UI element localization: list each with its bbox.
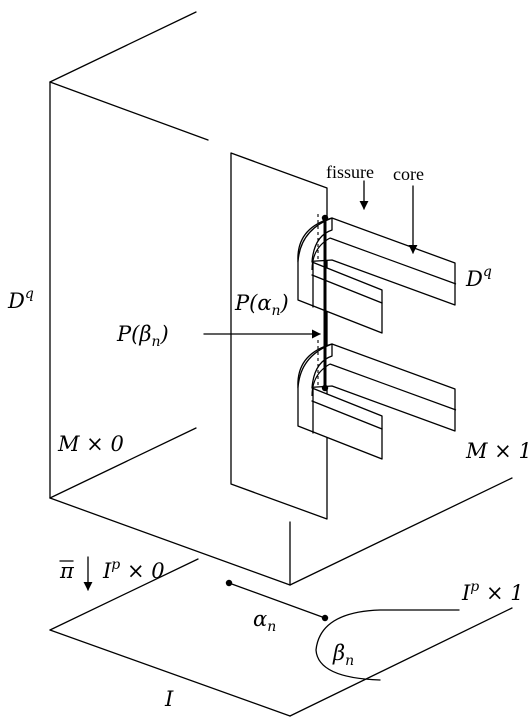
fissure-label: fissure xyxy=(326,162,374,182)
upper-fissure-band xyxy=(297,214,457,334)
box-top-right-edge xyxy=(49,81,209,141)
beta-region-curve xyxy=(315,609,460,681)
m-times-1-label: M × 1 xyxy=(465,439,532,463)
lower-band-inner-fold xyxy=(311,400,383,430)
alpha-n-label: αn xyxy=(253,607,276,635)
base-right-edge xyxy=(289,607,513,717)
p-alpha-top-point xyxy=(321,214,329,222)
i-p-times-0-label: Ip × 0 xyxy=(102,557,165,583)
upper-band-inner-sheet xyxy=(297,217,383,334)
core-label: core xyxy=(393,164,424,184)
d-q-left-label: Dq xyxy=(7,286,34,313)
p-alpha-bottom-point xyxy=(321,384,329,392)
lower-band-inner-sheet xyxy=(297,343,383,460)
pi-bar-label: π xyxy=(59,559,75,583)
inner-plane xyxy=(230,152,328,520)
beta-n-label: βn xyxy=(332,641,354,669)
p-beta-label: P(βn) xyxy=(116,322,169,350)
base-back-edge xyxy=(49,558,199,631)
base-front-edge xyxy=(49,629,291,717)
upper-core-line xyxy=(329,237,457,285)
alpha-segment xyxy=(228,582,326,619)
upper-core-curve xyxy=(311,237,331,271)
lower-core-line xyxy=(329,363,457,411)
upper-box xyxy=(49,11,513,586)
i-p-times-1-label: Ip × 1 xyxy=(461,579,524,605)
alpha-end-point xyxy=(321,614,329,622)
box-bottom-back-edge xyxy=(49,427,197,499)
box-top-back-edge xyxy=(49,11,197,83)
lower-base xyxy=(49,558,513,717)
box-bottom-front-edge xyxy=(49,497,291,586)
lower-fissure-band xyxy=(297,340,457,460)
p-alpha-label: P(αn) xyxy=(234,291,289,319)
i-label: I xyxy=(164,687,174,711)
d-q-right-label: Dq xyxy=(465,264,492,291)
lower-core-curve xyxy=(311,363,331,397)
box-bottom-right-edge xyxy=(289,477,513,586)
alpha-start-point xyxy=(225,579,233,587)
m-times-0-label: M × 0 xyxy=(57,432,124,456)
